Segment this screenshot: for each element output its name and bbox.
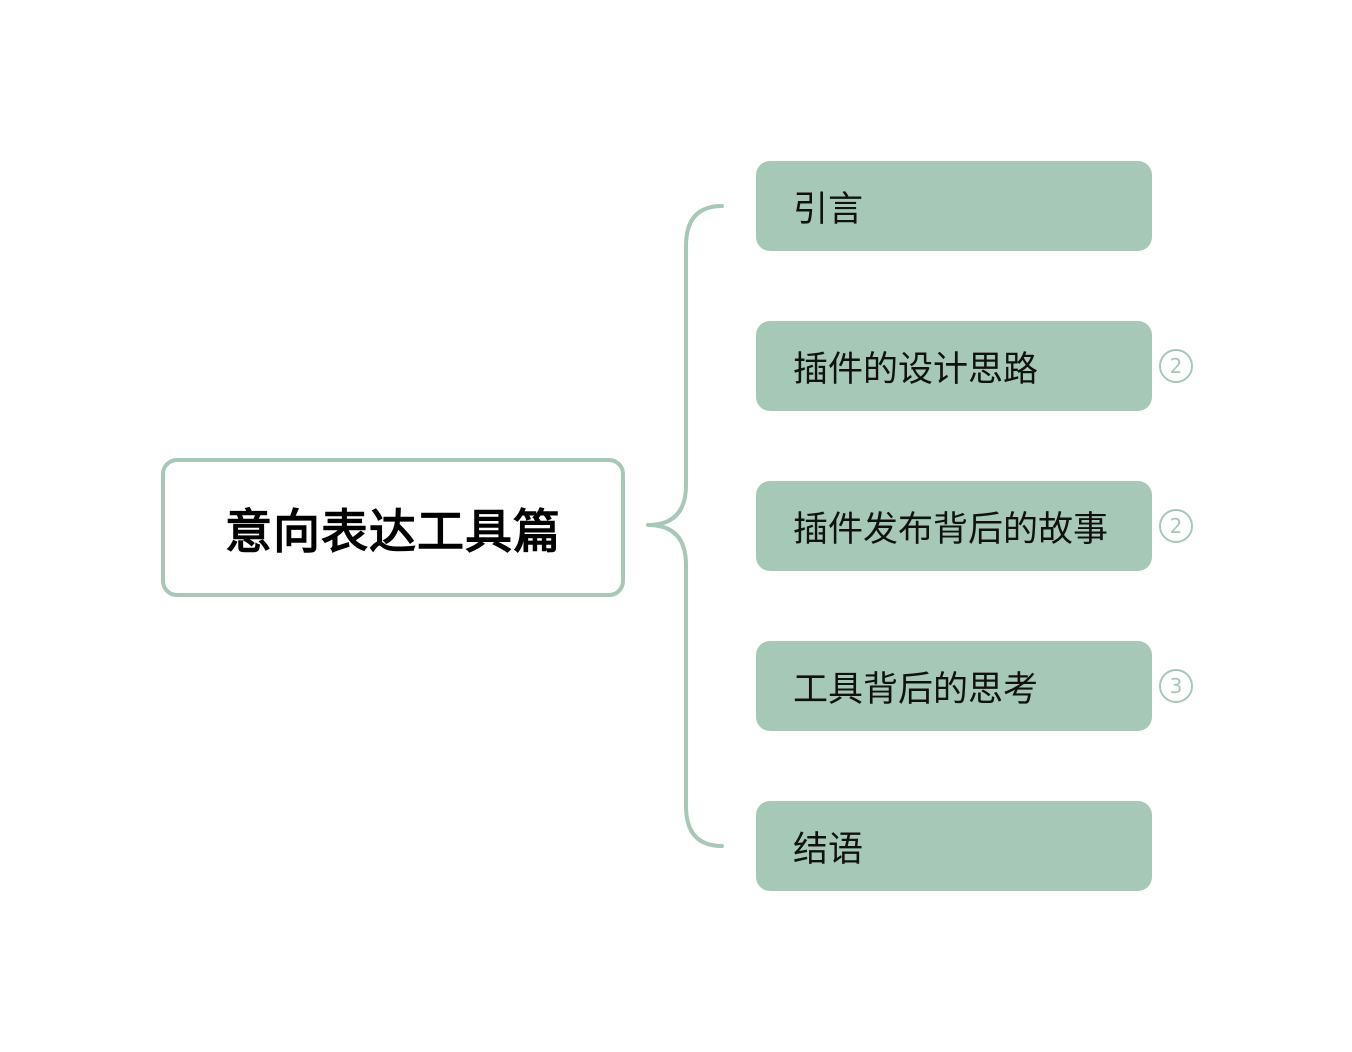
topic-label: 结语 (793, 829, 864, 870)
brace-line (646, 204, 724, 848)
topic-tool-thinking[interactable]: 工具背后的思考 (756, 641, 1152, 731)
collapsed-count-badge[interactable]: 2 (1159, 349, 1193, 383)
root-node[interactable]: 意向表达工具篇 (161, 458, 625, 597)
topic-introduction[interactable]: 引言 (756, 161, 1152, 251)
topic-conclusion[interactable]: 结语 (756, 801, 1152, 891)
collapsed-count-badge[interactable]: 2 (1159, 509, 1193, 543)
root-title: 意向表达工具篇 (225, 505, 561, 560)
topic-plugin-design[interactable]: 插件的设计思路 (756, 321, 1152, 411)
topic-label: 插件发布背后的故事 (793, 509, 1109, 550)
collapsed-count-badge[interactable]: 3 (1159, 669, 1193, 703)
topic-label: 工具背后的思考 (793, 669, 1039, 710)
topic-label: 引言 (793, 189, 864, 230)
topic-plugin-release-story[interactable]: 插件发布背后的故事 (756, 481, 1152, 571)
topic-label: 插件的设计思路 (793, 349, 1039, 390)
